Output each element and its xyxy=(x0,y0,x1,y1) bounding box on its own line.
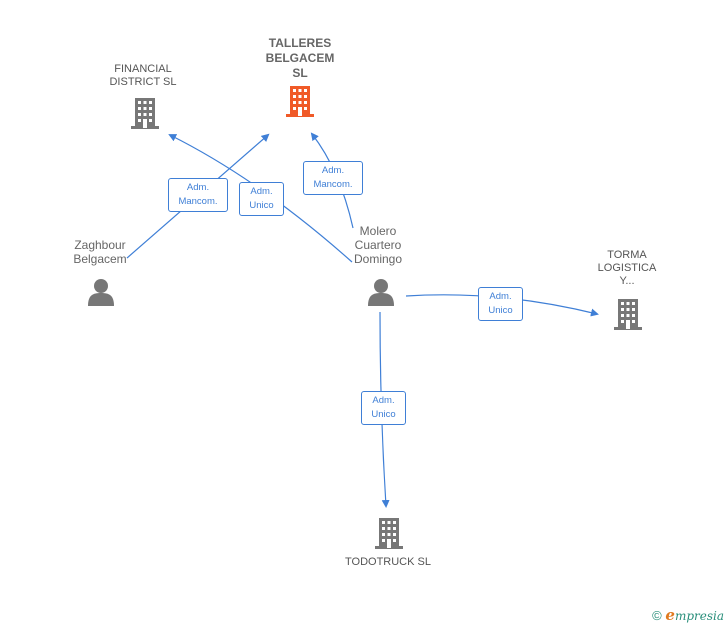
person-icon[interactable] xyxy=(368,279,394,306)
building-icon[interactable] xyxy=(375,518,403,549)
label-line: Domingo xyxy=(353,252,403,266)
label-line: TODOTRUCK SL xyxy=(345,556,431,568)
label-line: Zaghbour xyxy=(74,238,126,252)
edge-label-molero-todotruck[interactable]: Adm. Unico xyxy=(361,391,406,425)
edge-label-line: Adm. xyxy=(321,165,345,176)
edge-label-molero-financial[interactable]: Adm. Unico xyxy=(239,182,284,216)
edge-label-line: Unico xyxy=(249,200,274,211)
building-icon[interactable] xyxy=(131,98,159,129)
label-line: SL xyxy=(292,66,308,80)
edge-label-line: Adm. xyxy=(372,395,395,406)
node-label-torma-logistica[interactable]: TORMA LOGISTICA Y... xyxy=(577,249,677,288)
edge-label-line: Unico xyxy=(488,305,513,316)
brand-logo: empresia xyxy=(665,606,724,624)
node-label-financial-district[interactable]: FINANCIAL DISTRICT SL xyxy=(88,63,198,89)
copyright-icon: © xyxy=(652,608,662,623)
person-icon[interactable] xyxy=(88,279,114,306)
node-label-talleres-belgacem[interactable]: TALLERES BELGACEM SL xyxy=(240,36,360,81)
edge-label-line: Adm. xyxy=(186,182,210,193)
brand-initial: e xyxy=(665,606,675,624)
label-line: Belgacem xyxy=(73,252,127,266)
footer-brand[interactable]: © empresia xyxy=(652,606,724,624)
edge-label-molero-torma[interactable]: Adm. Unico xyxy=(478,287,523,321)
label-line: LOGISTICA xyxy=(597,262,657,274)
label-line: TALLERES xyxy=(268,36,332,50)
edge-label-line: Unico xyxy=(371,409,396,420)
label-line: BELGACEM xyxy=(265,51,335,65)
label-line: DISTRICT SL xyxy=(109,76,177,88)
node-label-todotruck[interactable]: TODOTRUCK SL xyxy=(328,556,448,569)
label-line: Molero xyxy=(359,224,397,238)
edge-label-molero-talleres[interactable]: Adm. Mancom. xyxy=(303,161,363,195)
edge-label-line: Adm. xyxy=(250,186,273,197)
building-icon[interactable] xyxy=(614,299,642,330)
label-line: Y... xyxy=(619,275,635,287)
edge-label-line: Adm. xyxy=(489,291,512,302)
node-label-molero-cuartero-domingo[interactable]: Molero Cuartero Domingo xyxy=(328,224,428,266)
edge-label-zaghbour-talleres[interactable]: Adm. Mancom. xyxy=(168,178,228,212)
label-line: Cuartero xyxy=(354,238,402,252)
brand-name: mpresia xyxy=(674,609,724,623)
label-line: TORMA xyxy=(607,249,647,261)
edge-label-line: Mancom. xyxy=(178,196,218,207)
node-label-zaghbour-belgacem[interactable]: Zaghbour Belgacem xyxy=(50,238,150,266)
building-icon[interactable] xyxy=(286,86,314,117)
label-line: FINANCIAL xyxy=(114,63,172,75)
edge-label-line: Mancom. xyxy=(313,179,353,190)
